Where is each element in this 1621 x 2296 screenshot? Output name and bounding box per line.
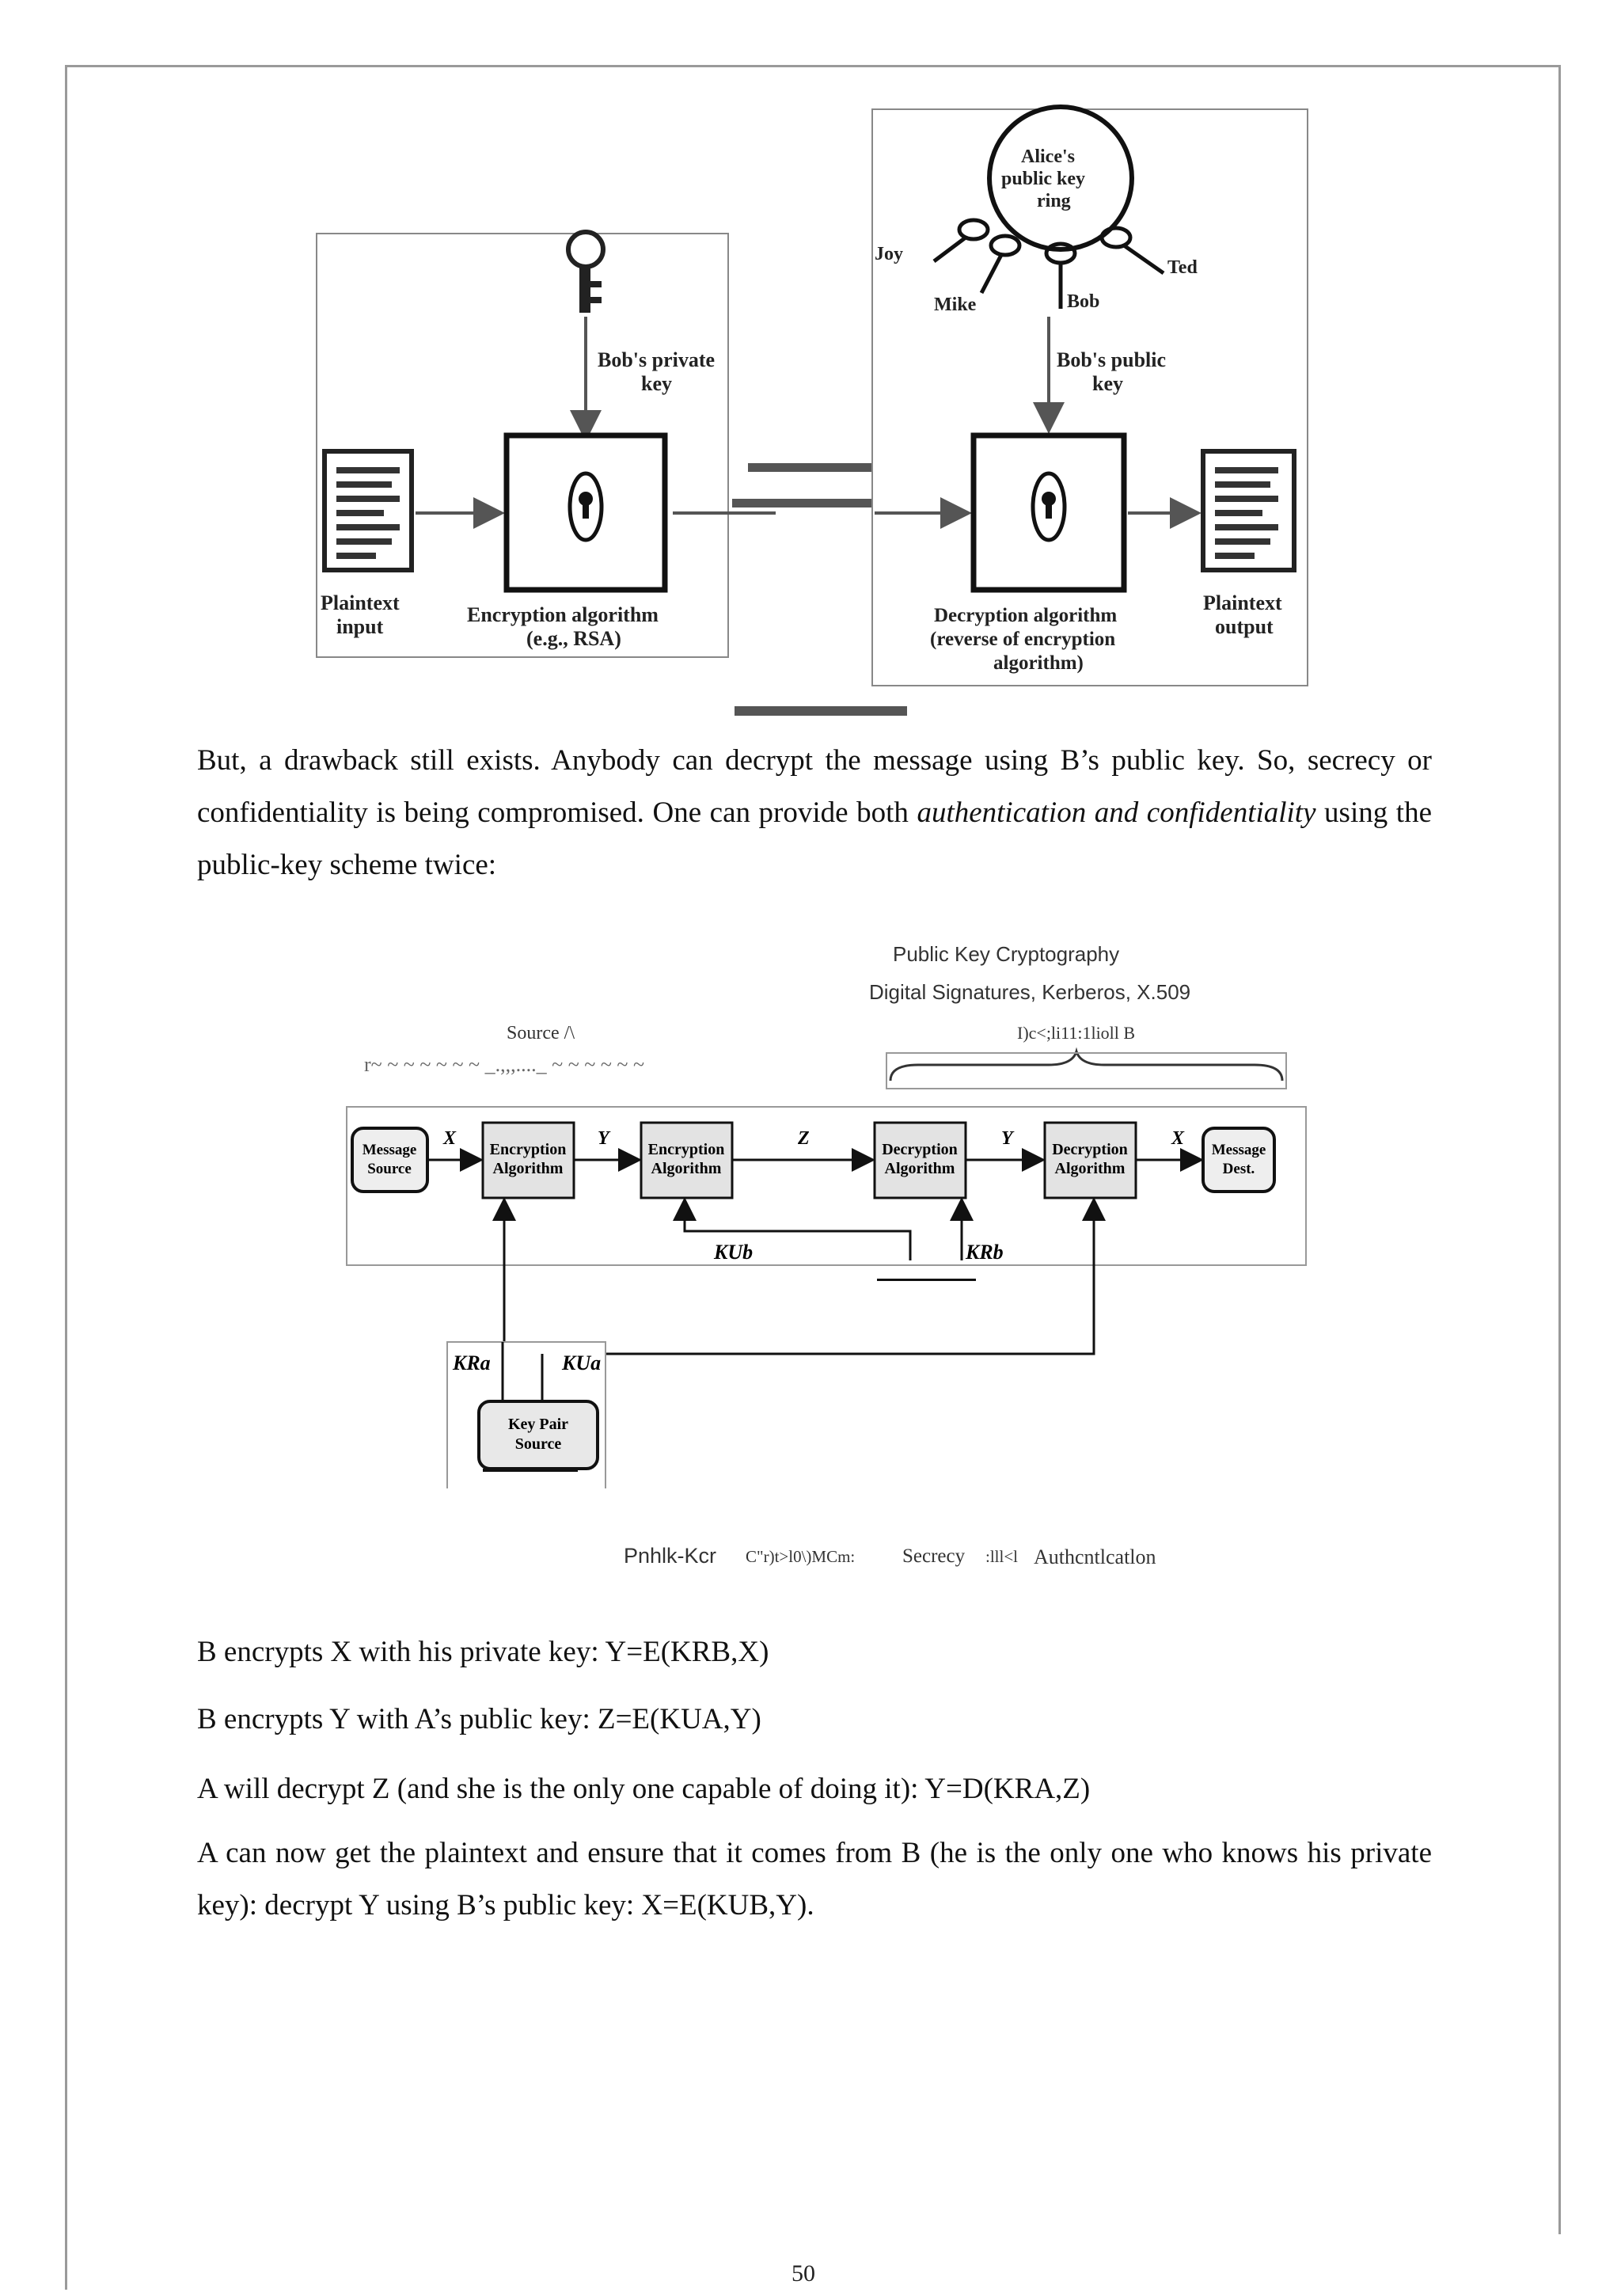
fig2-source-brace: r~ ~ ~ ~ ~ ~ ~ _.,,,...._ ~ ~ ~ ~ ~ ~ — [364, 1053, 645, 1076]
dest-brace — [889, 1047, 1284, 1081]
line-1: B encrypts X with his private key: Y=E(K… — [197, 1636, 769, 1668]
key-ring-circle — [987, 105, 1134, 252]
figure-2-diagram: Message Source Encryption Algorithm Encr… — [346, 1047, 1307, 1488]
svg-text:Source: Source — [367, 1161, 412, 1177]
svg-text:KUb: KUb — [713, 1241, 753, 1264]
fig2-caption-d: :lll<l — [985, 1547, 1019, 1566]
page-frame-right — [1558, 65, 1561, 2234]
decryption-safe-icon — [970, 432, 1127, 593]
svg-text:Encryption: Encryption — [648, 1141, 725, 1158]
line-3: A will decrypt Z (and she is the only on… — [197, 1773, 1091, 1805]
name-bob: Bob — [1067, 291, 1099, 312]
fig2-top-label-1: Public Key Cryptography — [893, 942, 1120, 966]
svg-text:algorithm): algorithm) — [993, 652, 1084, 674]
ring-keys-icon — [932, 218, 1165, 309]
encryption-1-block — [481, 1121, 575, 1199]
svg-text:output: output — [1215, 615, 1274, 638]
page-number: 50 — [792, 2260, 815, 2286]
fig2-dest-label: I)c<;li11:1lioll B — [1017, 1023, 1136, 1043]
plaintext-output-icon — [1201, 449, 1296, 572]
private-key-icon — [566, 230, 606, 313]
plaintext-output-label: Plaintext — [1203, 591, 1282, 614]
fig2-caption-c: Secrecy — [902, 1545, 966, 1567]
svg-text:Encryption: Encryption — [490, 1141, 567, 1158]
brace-box — [886, 1052, 1287, 1089]
svg-text:KUa: KUa — [561, 1351, 601, 1374]
svg-text:(reverse of encryption: (reverse of encryption — [930, 629, 1115, 650]
svg-text:Decryption: Decryption — [1052, 1141, 1128, 1158]
svg-text:X: X — [442, 1128, 457, 1149]
name-mike: Mike — [934, 295, 977, 315]
middle-line-2 — [732, 499, 875, 507]
left-key-label: Bob's private — [598, 348, 715, 371]
svg-text:ring: ring — [1037, 191, 1071, 211]
figure-1-diagram: Bob's private key Plaintext input Encryp… — [316, 105, 1308, 716]
svg-text:Algorithm: Algorithm — [493, 1160, 564, 1177]
name-joy: Joy — [875, 244, 903, 264]
svg-text:Z: Z — [797, 1128, 810, 1149]
svg-text:Message: Message — [363, 1142, 417, 1158]
svg-text:(e.g., RSA): (e.g., RSA) — [526, 627, 621, 650]
message-source-block — [351, 1127, 429, 1193]
paragraph-2: A can now get the plaintext and ensure t… — [197, 1837, 1432, 1922]
svg-text:Decryption: Decryption — [882, 1141, 958, 1158]
svg-text:Dest.: Dest. — [1223, 1161, 1255, 1177]
fig2-source-label: Source /\ — [507, 1023, 575, 1043]
page-frame-left — [65, 65, 67, 2290]
decryption-algorithm-label: Decryption algorithm — [934, 605, 1117, 626]
paragraph-1-text-a: But, a drawback still exists. Anybody ca… — [197, 744, 1432, 829]
message-dest-block — [1202, 1127, 1276, 1193]
svg-text:Y: Y — [1001, 1128, 1015, 1149]
svg-text:KRa: KRa — [452, 1351, 491, 1374]
svg-text:public key: public key — [1001, 169, 1085, 189]
decryption-2-block — [1043, 1121, 1137, 1199]
ring-label: Alice's — [1021, 146, 1075, 167]
paragraph-1: But, a drawback still exists. Anybody ca… — [197, 735, 1432, 891]
svg-text:Algorithm: Algorithm — [885, 1160, 955, 1177]
svg-text:input: input — [336, 615, 384, 638]
svg-text:Message: Message — [1212, 1142, 1266, 1158]
svg-text:Source: Source — [515, 1435, 562, 1453]
fig2-caption-a: Pnhlk-Kcr — [624, 1544, 717, 1568]
paragraph-1-text-b: using the public-key scheme twice: — [197, 796, 1432, 881]
fig2-caption-b: C"r)t>l0\)MCm: — [746, 1547, 856, 1566]
paragraph-1-italic: authentication and confidentiality — [917, 796, 1316, 829]
encryption-algorithm-label: Encryption algorithm — [467, 603, 659, 626]
svg-text:X: X — [1171, 1128, 1185, 1149]
svg-text:Algorithm: Algorithm — [651, 1160, 722, 1177]
fig2-caption-e: Authcntlcatlon — [1034, 1545, 1156, 1568]
svg-text:Y: Y — [598, 1128, 611, 1149]
right-key-label: Bob's public — [1057, 348, 1166, 371]
svg-text:KRb: KRb — [965, 1241, 1004, 1264]
plaintext-input-icon — [322, 449, 414, 572]
page-frame-top — [65, 65, 1561, 67]
middle-line-1 — [748, 463, 875, 472]
svg-text:Algorithm: Algorithm — [1055, 1160, 1126, 1177]
svg-text:Key Pair: Key Pair — [508, 1416, 568, 1433]
svg-text:key: key — [641, 372, 672, 395]
line-2: B encrypts Y with A’s public key: Z=E(KU… — [197, 1703, 761, 1735]
name-ted: Ted — [1167, 257, 1198, 278]
svg-text:key: key — [1092, 372, 1123, 395]
middle-line-3 — [735, 706, 907, 716]
fig2-top-label-2: Digital Signatures, Kerberos, X.509 — [869, 980, 1191, 1004]
encryption-safe-icon — [503, 432, 668, 593]
plaintext-input-label: Plaintext — [321, 591, 400, 614]
